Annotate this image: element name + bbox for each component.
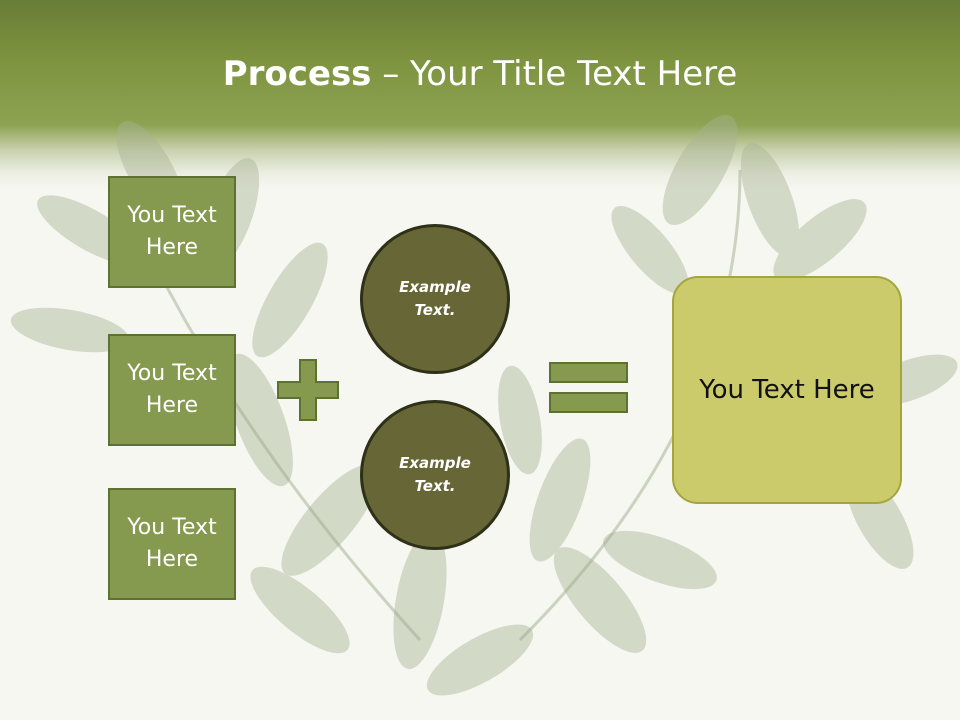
left-box-2: You Text Here — [108, 334, 236, 446]
title-bold: Process — [222, 54, 372, 94]
example-circle-2: Example Text. — [360, 400, 510, 550]
example-circle-1: Example Text. — [360, 224, 510, 374]
example-circle-1-label: Example Text. — [399, 278, 471, 319]
left-box-1: You Text Here — [108, 176, 236, 288]
equals-icon — [549, 362, 628, 413]
title-rest: – Your Title Text Here — [371, 54, 738, 94]
title-band — [0, 0, 960, 190]
left-box-1-label: You Text Here — [127, 203, 217, 260]
example-circle-2-label: Example Text. — [399, 454, 471, 495]
left-box-3: You Text Here — [108, 488, 236, 600]
left-box-2-label: You Text Here — [127, 361, 217, 418]
slide-title: Process – Your Title Text Here — [0, 52, 960, 96]
plus-icon — [277, 359, 339, 421]
result-box-label: You Text Here — [699, 375, 875, 405]
left-box-3-label: You Text Here — [127, 515, 217, 572]
result-box: You Text Here — [672, 276, 902, 504]
